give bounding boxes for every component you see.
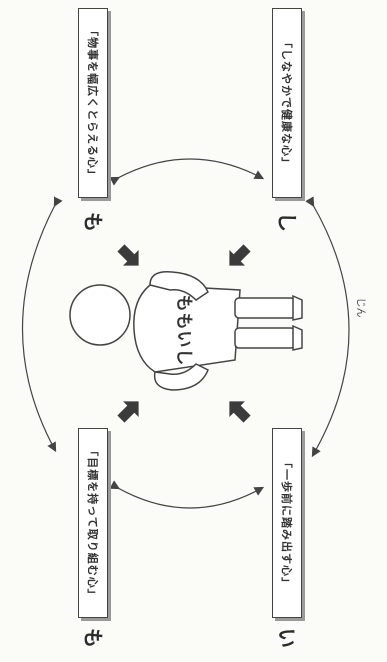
person-figure <box>69 271 303 391</box>
item-lead-char: し <box>275 212 299 232</box>
item-lead-char: い <box>275 628 299 648</box>
item-text: 「しなやかで健康な心」 <box>280 37 293 169</box>
item-lead-char: も <box>81 628 105 648</box>
bold-arrow-top-left <box>117 244 139 266</box>
item-box-bottom-right: 「一歩前に踏み出す心」 <box>272 428 302 618</box>
figure-arm-upper <box>149 271 209 301</box>
arrow-top <box>109 158 265 186</box>
figure-arm-lower <box>153 363 209 391</box>
item-box-top-right: 「しなやかで健康な心」 <box>272 8 302 198</box>
item-text: 「物事を幅広くとらえる心」 <box>86 25 99 181</box>
item-box-bottom-left: 「目標を持って取り組む心」 <box>78 428 108 618</box>
furigana-note: じん <box>354 297 366 318</box>
center-label: ももいし <box>173 294 194 367</box>
figure-leg-upper <box>234 297 296 319</box>
item-box-top-left: 「物事を幅広くとらえる心」 <box>78 8 108 198</box>
figure-foot-upper <box>292 294 303 321</box>
bold-arrow-bottom-right <box>229 401 251 423</box>
figure-leg-lower <box>234 327 296 349</box>
item-lead-char: も <box>81 212 105 232</box>
item-text: 「一歩前に踏み出す心」 <box>280 457 293 589</box>
figure-head <box>69 284 131 346</box>
bold-arrow-bottom-left <box>117 401 139 423</box>
arrow-bottom <box>109 480 265 509</box>
figure-foot-lower <box>292 324 303 351</box>
item-text: 「目標を持って取り組む心」 <box>86 445 99 601</box>
arrow-right <box>305 196 350 458</box>
bold-arrow-top-right <box>229 244 251 266</box>
arrow-left <box>22 196 63 453</box>
